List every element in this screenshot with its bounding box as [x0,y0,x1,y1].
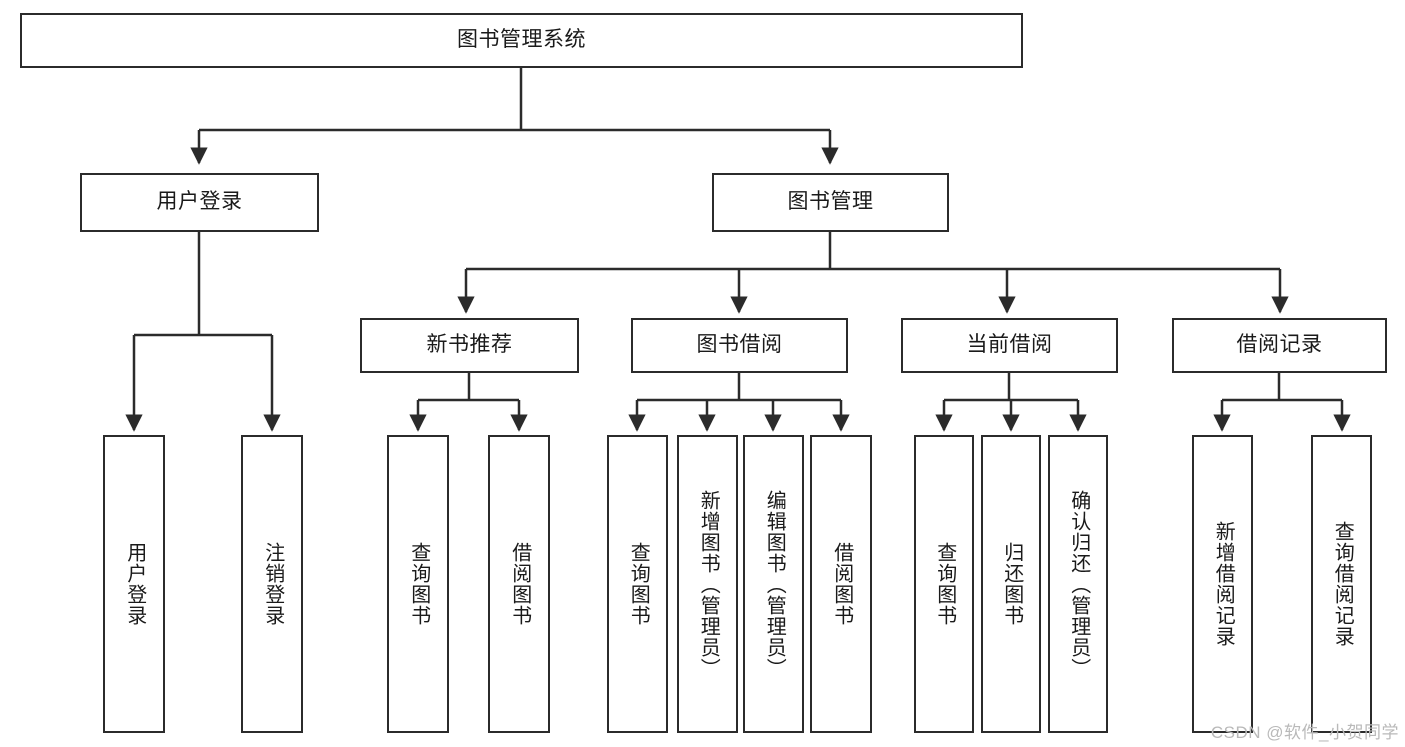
leaf-record-query-record[interactable]: 查询借阅记录 [1311,435,1372,733]
node-label: 当前借阅 [966,333,1053,357]
leaf-borrow-edit-book-admin[interactable]: 编辑图书（管理员） [743,435,804,733]
node-label: 查询图书 [627,542,650,626]
leaf-user-login-login[interactable]: 用户登录 [103,435,165,733]
node-label: 确认归还（管理员） [1067,489,1090,679]
node-label: 借阅记录 [1236,333,1323,357]
node-new-book-recommend[interactable]: 新书推荐 [360,318,579,373]
node-label: 借阅图书 [830,542,853,626]
node-borrow-records[interactable]: 借阅记录 [1172,318,1387,373]
leaf-borrow-borrow-book[interactable]: 借阅图书 [810,435,872,733]
leaf-current-return-book[interactable]: 归还图书 [981,435,1041,733]
node-label: 查询借阅记录 [1331,521,1354,647]
node-label: 用户登录 [123,542,146,626]
watermark-text: CSDN @软件_小贺同学 [1210,723,1399,742]
node-label: 用户登录 [156,190,243,214]
node-label: 新书推荐 [426,333,513,357]
leaf-new-book-borrow[interactable]: 借阅图书 [488,435,550,733]
node-current-borrow[interactable]: 当前借阅 [901,318,1118,373]
node-label: 新增借阅记录 [1212,521,1235,647]
node-label: 编辑图书（管理员） [763,489,786,679]
node-user-login[interactable]: 用户登录 [80,173,319,232]
node-root-system[interactable]: 图书管理系统 [20,13,1023,68]
leaf-record-add-record[interactable]: 新增借阅记录 [1192,435,1253,733]
leaf-borrow-query-book[interactable]: 查询图书 [607,435,668,733]
node-label: 图书管理 [787,190,874,214]
node-label: 借阅图书 [508,542,531,626]
node-label: 注销登录 [261,542,284,626]
leaf-new-book-query[interactable]: 查询图书 [387,435,449,733]
leaf-current-query-book[interactable]: 查询图书 [914,435,974,733]
node-label: 图书管理系统 [457,28,586,52]
leaf-borrow-add-book-admin[interactable]: 新增图书（管理员） [677,435,738,733]
node-book-borrow[interactable]: 图书借阅 [631,318,848,373]
node-label: 新增图书（管理员） [697,489,720,679]
node-book-management[interactable]: 图书管理 [712,173,949,232]
leaf-user-login-logout[interactable]: 注销登录 [241,435,303,733]
node-label: 图书借阅 [696,333,783,357]
node-label: 查询图书 [407,542,430,626]
node-label: 归还图书 [1000,542,1023,626]
node-label: 查询图书 [933,542,956,626]
leaf-current-confirm-return-admin[interactable]: 确认归还（管理员） [1048,435,1108,733]
